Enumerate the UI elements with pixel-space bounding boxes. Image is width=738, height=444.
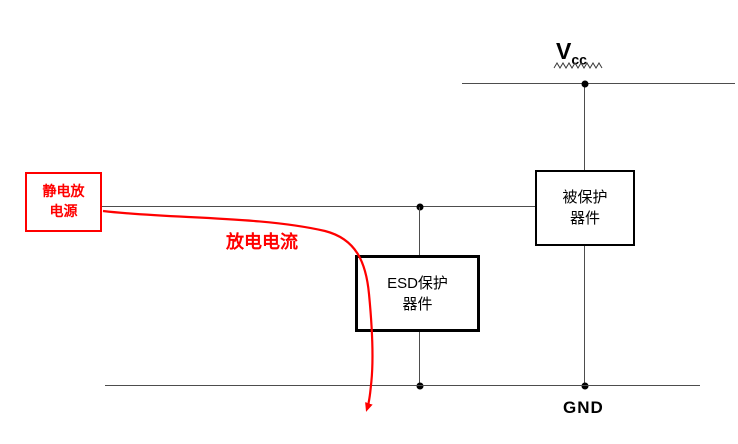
protected-gnd-junction-dot xyxy=(581,382,589,390)
signal-junction-dot xyxy=(416,203,424,211)
esd-to-gnd-wire xyxy=(419,332,420,385)
gnd-label: GND xyxy=(563,398,604,417)
esd-source-label-line1: 静电放 xyxy=(42,183,85,200)
protected-device-label-line1: 被保护 xyxy=(562,189,608,206)
esd-source-label-line2: 电源 xyxy=(49,203,78,219)
signal-to-esd-wire xyxy=(419,207,420,255)
signal-wire xyxy=(101,206,535,207)
vcc-junction-dot xyxy=(581,80,589,88)
esd-gnd-junction-dot xyxy=(416,382,424,390)
vcc-label: Vcc xyxy=(556,38,587,68)
esd-protection-device-box: ESD保护 器件 xyxy=(355,255,480,332)
gnd-rail-wire xyxy=(105,385,700,386)
vcc-label-main: V xyxy=(556,38,572,64)
protected-to-gnd-wire xyxy=(584,246,585,385)
vcc-to-protected-wire xyxy=(584,84,585,170)
vcc-label-sub: cc xyxy=(571,51,587,68)
protected-device-box: 被保护 器件 xyxy=(535,170,635,246)
discharge-current-label: 放电电流 xyxy=(226,232,298,252)
esd-source-box: 静电放 电源 xyxy=(25,172,102,232)
vcc-rail-wire xyxy=(462,83,735,84)
esd-protection-label-line2: 器件 xyxy=(402,295,433,313)
esd-protection-label-line1: ESD保护 xyxy=(387,274,448,292)
protected-device-label-line2: 器件 xyxy=(569,210,600,227)
